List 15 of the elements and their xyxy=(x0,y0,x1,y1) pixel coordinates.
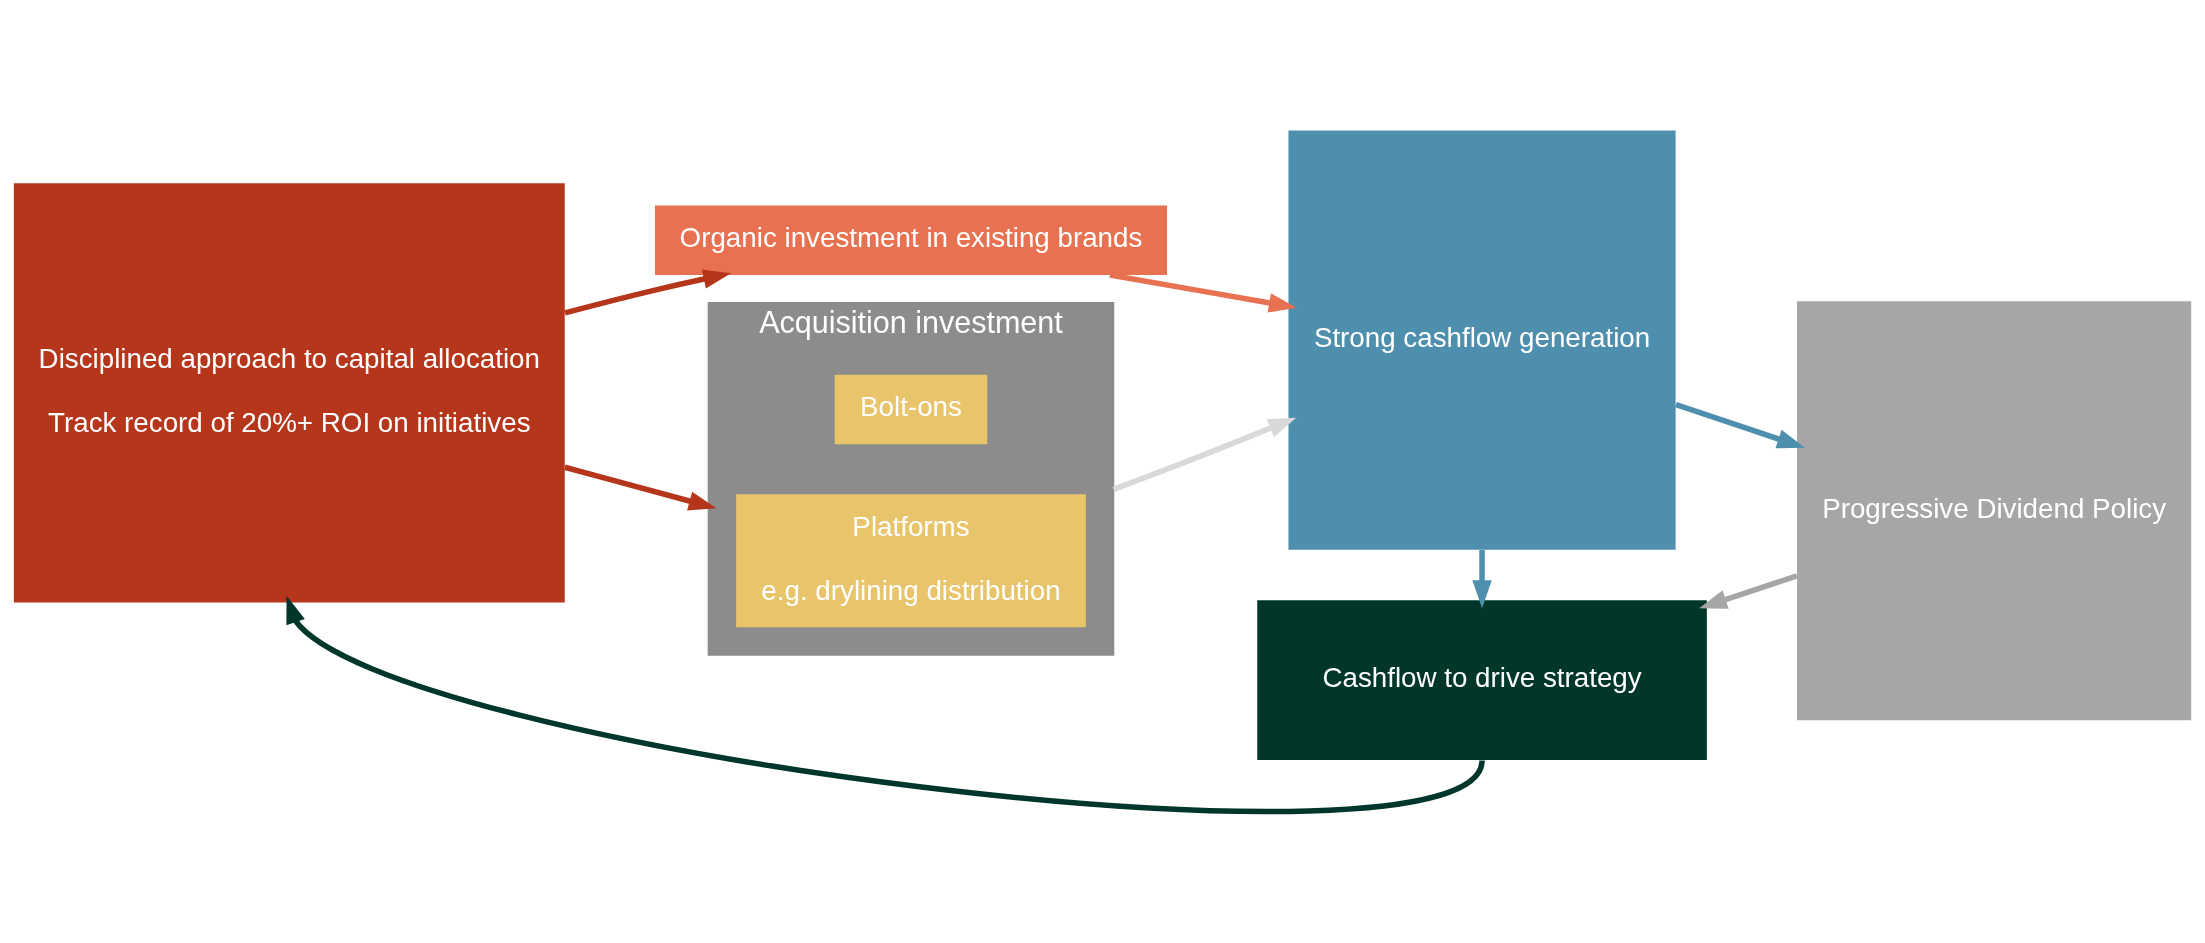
node-box: Organic investment in existing brands xyxy=(654,205,1168,275)
node-box: Platforms e.g. drylining distribution xyxy=(736,494,1086,628)
node-box: Strong cashflow generation xyxy=(1288,130,1676,550)
arrow xyxy=(1112,417,1297,492)
arrow xyxy=(564,464,717,511)
arrow xyxy=(1109,272,1297,313)
node-box: Progressive Dividend Policy xyxy=(1797,301,2192,721)
arrow xyxy=(564,269,732,316)
arrow xyxy=(1472,550,1492,609)
arrow xyxy=(286,595,1485,814)
arrow xyxy=(1675,402,1805,449)
node-box: Cashflow to drive strategy xyxy=(1257,600,1707,760)
node-box: Disciplined approach to capital allocation Track record of 20%+ ROI on initiatives xyxy=(13,183,565,603)
arrow xyxy=(1699,573,1798,609)
node-box: Bolt-ons xyxy=(834,374,988,445)
